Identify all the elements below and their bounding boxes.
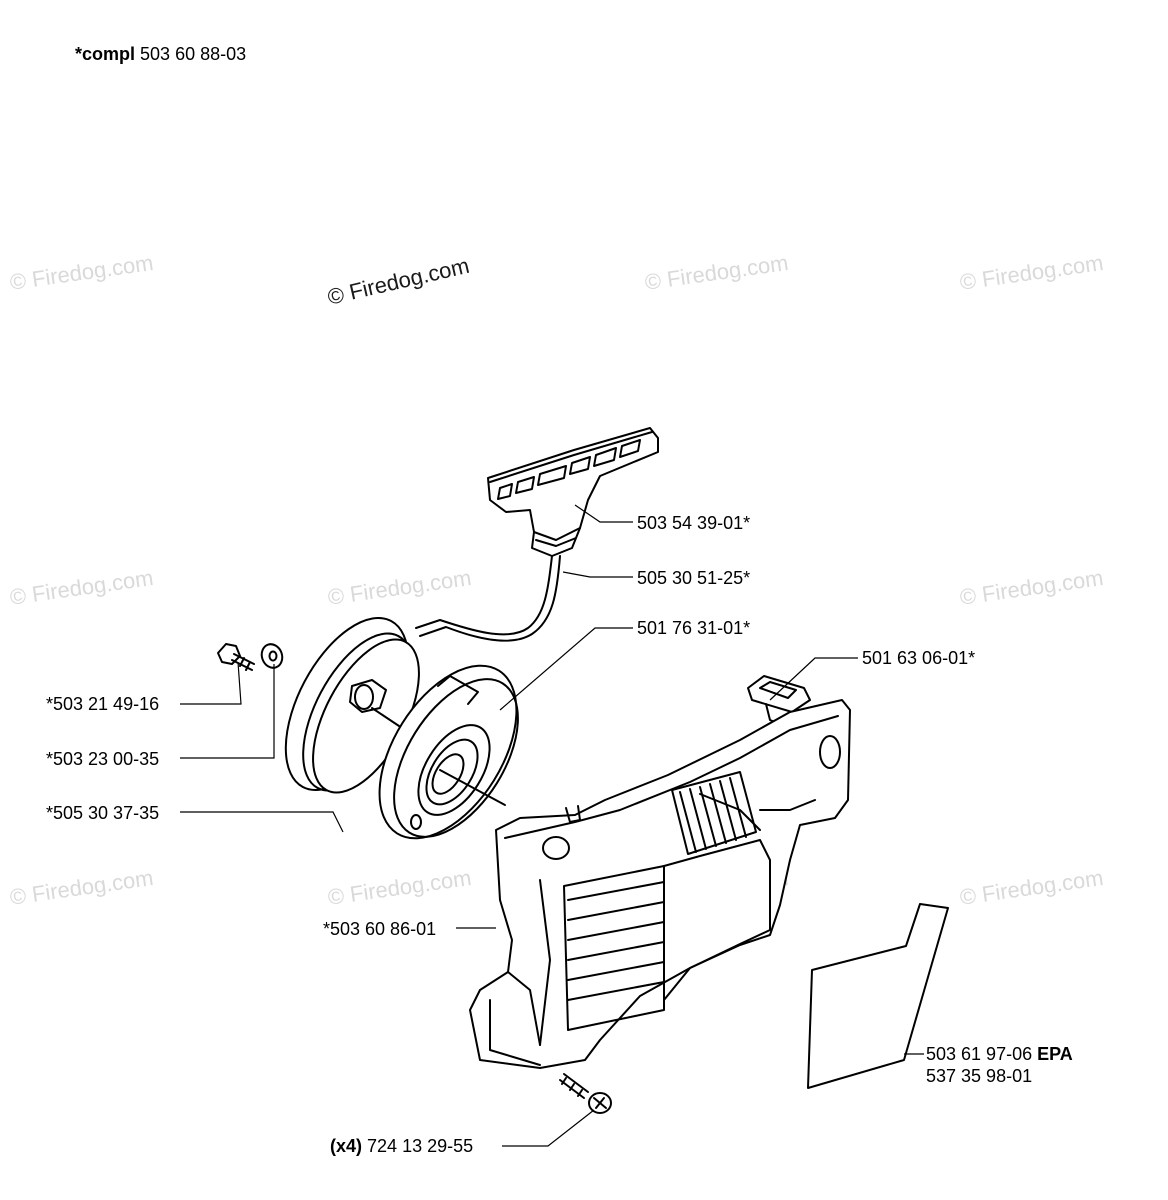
part-label-decal-alt: 537 35 98-01 <box>926 1066 1033 1086</box>
part-label-screw-small: *503 21 49-16 <box>46 694 160 714</box>
part-label-grommet: 501 63 06-01* <box>862 648 976 668</box>
part-label-decal-epa: 503 61 97-06 EPA <box>926 1044 1073 1064</box>
part-label-housing: *503 60 86-01 <box>323 919 437 939</box>
screw-small-part <box>217 643 255 671</box>
decal-epa-suffix: EPA <box>1037 1044 1073 1064</box>
part-label-housing-screw: (x4) 724 13 29-55 <box>330 1136 473 1156</box>
starter-housing-part <box>469 699 851 1069</box>
screw-quantity: (x4) <box>330 1136 363 1156</box>
screw-number: 724 13 29-55 <box>367 1136 474 1156</box>
compl-assembly-label: *compl 503 60 88-03 <box>75 44 246 64</box>
compl-prefix: *compl <box>75 44 136 64</box>
part-label-spring: 501 76 31-01* <box>637 618 751 638</box>
starter-handle-part <box>487 427 659 557</box>
part-label-washer: *503 23 00-35 <box>46 749 160 769</box>
part-label-handle: 503 54 39-01* <box>637 513 751 533</box>
spring-cassette-part <box>378 664 519 840</box>
leader-lines <box>180 504 924 1147</box>
decal-epa-number: 503 61 97-06 <box>926 1044 1033 1064</box>
compl-number: 503 60 88-03 <box>140 44 247 64</box>
washer-part <box>260 643 284 669</box>
starter-rope-part <box>415 555 561 642</box>
part-label-rope: 505 30 51-25* <box>637 568 751 588</box>
housing-screw-part <box>559 1073 612 1114</box>
decal-label-part <box>807 903 949 1089</box>
part-label-pulley: *505 30 37-35 <box>46 803 160 823</box>
